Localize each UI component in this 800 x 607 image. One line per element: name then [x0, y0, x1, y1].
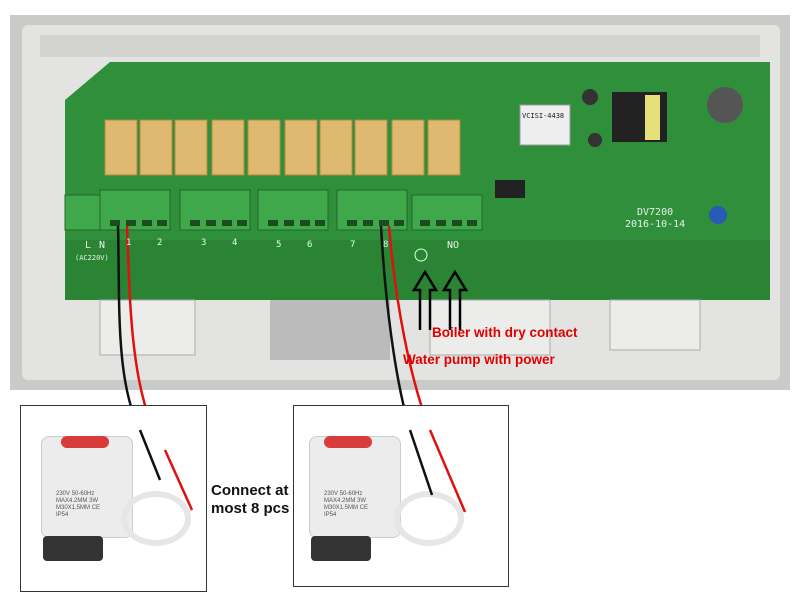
actuator-voltage: 230V	[324, 491, 339, 497]
pump-label: Water pump with power	[403, 352, 555, 367]
actuator-box-1: 230V 50-60Hz MAX4.2MM 3W M30X1.5MM CE IP…	[20, 405, 207, 592]
actuator-ip: IP54	[56, 512, 69, 518]
actuator-ce: CE	[91, 505, 101, 511]
connect-note-line2: most 8 pcs	[211, 500, 290, 517]
zone-7-label: 7	[350, 240, 356, 250]
zone-1-label: 1	[126, 238, 132, 248]
actuator-thread: M30X1.5MM	[56, 505, 91, 511]
actuator-stroke: MAX4.2MM	[324, 498, 356, 504]
zone-6-label: 6	[307, 240, 313, 250]
zone-8-label: 8	[383, 240, 389, 250]
wifi-module	[519, 104, 571, 146]
actuator-power: 3W	[89, 498, 99, 504]
module-label: VCISI-4438	[522, 112, 565, 120]
actuator-stroke: MAX4.2MM	[56, 498, 88, 504]
zone-2-label: 2	[157, 238, 163, 248]
board-date: 2016-10-14	[625, 219, 686, 230]
actuator-ip: IP54	[324, 512, 337, 518]
connect-note: Connect at most 8 pcs	[211, 482, 289, 518]
label-voltage: (AC220V)	[75, 254, 109, 262]
label-N: N	[99, 240, 106, 251]
board-model: DV7200	[637, 207, 674, 218]
actuator-power: 3W	[357, 498, 367, 504]
boiler-label: Boiler with dry contact	[432, 325, 578, 340]
actuator-box-2: 230V 50-60Hz MAX4.2MM 3W M30X1.5MM CE IP…	[293, 405, 509, 587]
actuator-thread: M30X1.5MM	[324, 505, 359, 511]
relays	[104, 119, 461, 176]
no-label: NO	[447, 240, 460, 251]
zone-5-label: 5	[276, 240, 282, 250]
zone-3-label: 3	[201, 238, 207, 248]
actuator-voltage: 230V	[56, 491, 71, 497]
connect-note-line1: Connect at	[211, 482, 289, 499]
pump-icon	[414, 248, 428, 262]
zone-4-label: 4	[232, 238, 238, 248]
arrow-up-icon	[411, 269, 469, 330]
actuator-ce: CE	[359, 505, 369, 511]
actuator-freq: 50-60Hz	[339, 491, 363, 497]
actuator-freq: 50-60Hz	[71, 491, 95, 497]
label-L: L	[85, 240, 92, 251]
